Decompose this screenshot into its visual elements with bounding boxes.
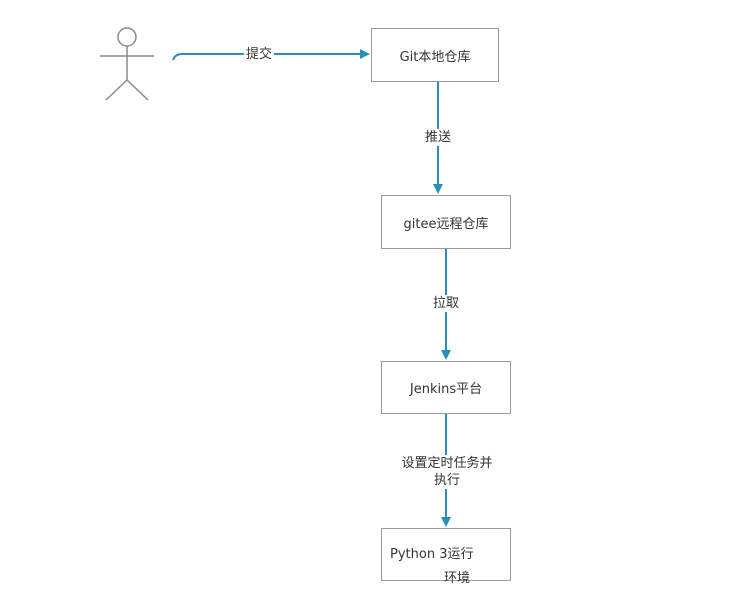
- python-runtime-label-line2: 环境: [444, 571, 471, 586]
- python-runtime-node: Python 3运行 环境: [381, 528, 511, 586]
- edge-commit-label: 提交: [244, 46, 275, 63]
- git-local-repo-label: Git本地仓库: [399, 49, 471, 65]
- jenkins-platform-node: Jenkins平台: [381, 361, 511, 414]
- git-local-repo-node: Git本地仓库: [371, 28, 499, 82]
- edge-pull-label: 拉取: [431, 295, 462, 312]
- edge-schedule-label: 设置定时任务并 执行: [384, 455, 510, 489]
- jenkins-platform-label: Jenkins平台: [409, 382, 483, 397]
- edge-pull-text: 拉取: [433, 296, 460, 311]
- edge-push-label: 推送: [423, 129, 454, 146]
- edge-schedule-text-line1: 设置定时任务并: [401, 456, 493, 471]
- python-runtime-label-line1: Python 3运行: [390, 547, 474, 562]
- edge-push-text: 推送: [425, 130, 452, 145]
- edge-commit-text: 提交: [246, 47, 273, 62]
- gitee-remote-repo-node: gitee远程仓库: [381, 195, 511, 249]
- actor-icon: [100, 27, 154, 101]
- gitee-remote-repo-label: gitee远程仓库: [403, 216, 489, 232]
- edge-commit-arrow: [172, 49, 370, 61]
- edge-schedule-text-line2: 执行: [433, 473, 460, 488]
